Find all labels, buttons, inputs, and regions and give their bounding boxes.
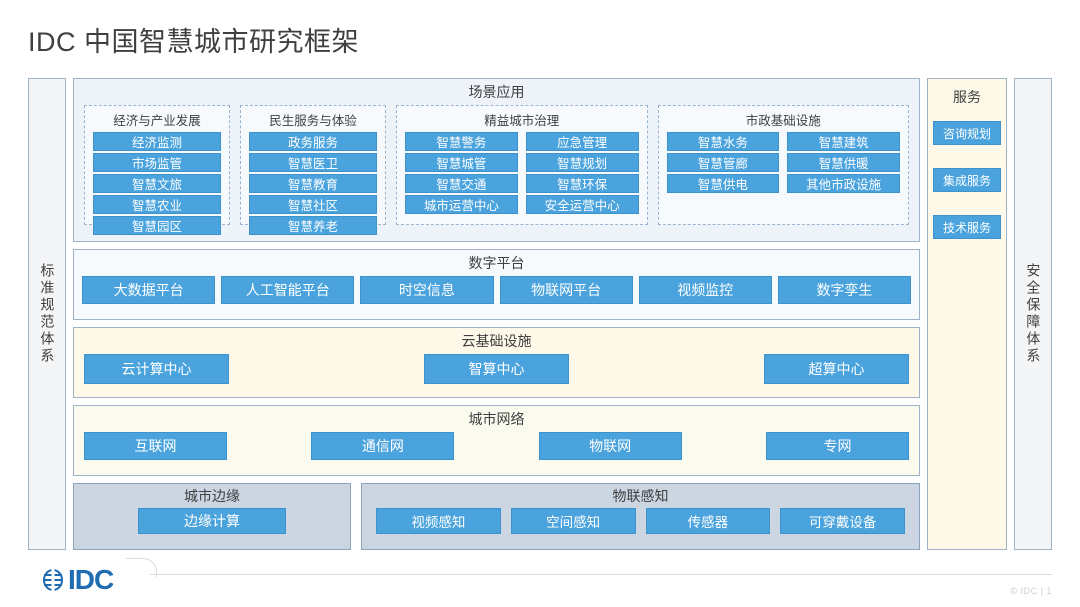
scenario-chip[interactable]: 其他市政设施 xyxy=(787,174,900,194)
digital-platform-title: 数字平台 xyxy=(468,254,525,271)
iot-sensing-band: 物联感知 视频感知 空间感知 传感器 可穿戴设备 xyxy=(361,482,920,550)
scenario-chip[interactable]: 智慧社区 xyxy=(249,195,377,215)
network-chip[interactable]: 物联网 xyxy=(538,432,682,461)
scenario-chip[interactable]: 智慧供电 xyxy=(666,174,780,194)
service-item[interactable]: 集成服务 xyxy=(933,168,1001,192)
city-edge-items: 边缘计算 xyxy=(74,508,350,535)
city-edge-band: 城市边缘 边缘计算 xyxy=(73,482,351,550)
platform-chip[interactable]: 大数据平台 xyxy=(82,276,216,305)
service-item[interactable]: 咨询规划 xyxy=(933,121,1001,145)
city-network-band: 城市网络 互联网 通信网 物联网 专网 xyxy=(73,404,920,476)
scenario-group-municipal[interactable]: 市政基础设施 智慧水务 智慧管廊 智慧供电 智慧建筑 智慧供暖 其他市政设施 xyxy=(657,105,909,226)
left-sidebar-standards[interactable]: 标准规范体系 xyxy=(28,78,66,550)
network-chip[interactable]: 互联网 xyxy=(84,432,227,461)
scenario-chip[interactable]: 安全运营中心 xyxy=(525,195,639,215)
idc-logo: IDC xyxy=(40,564,114,595)
iot-chip[interactable]: 传感器 xyxy=(645,508,771,535)
footer-copyright: © IDC | 1 xyxy=(1010,586,1052,596)
group-title: 经济与产业发展 xyxy=(113,114,201,129)
page-title: IDC 中国智慧城市研究框架 xyxy=(28,27,359,57)
city-network-title: 城市网络 xyxy=(468,410,525,427)
scenario-chip[interactable]: 智慧文旅 xyxy=(93,174,221,194)
idc-logo-text: IDC xyxy=(68,564,114,595)
scenario-chip[interactable]: 智慧养老 xyxy=(249,216,377,236)
service-column-title: 服务 xyxy=(953,89,981,105)
iot-chip[interactable]: 可穿戴设备 xyxy=(780,508,905,535)
idc-globe-icon xyxy=(40,566,66,594)
group-title: 精益城市治理 xyxy=(484,114,560,129)
scenario-chip[interactable]: 智慧警务 xyxy=(405,132,518,152)
iot-sensing-items: 视频感知 空间感知 传感器 可穿戴设备 xyxy=(362,508,919,535)
group-column: 智慧建筑 智慧供暖 其他市政设施 xyxy=(787,132,900,194)
network-chip[interactable]: 通信网 xyxy=(311,432,455,461)
scenario-chip[interactable]: 智慧供暖 xyxy=(787,153,900,173)
scenario-groups: 经济与产业发展 经济监测 市场监管 智慧文旅 智慧农业 智慧园区 民生服务与体验 xyxy=(74,105,919,236)
scenario-chip[interactable]: 市场监管 xyxy=(93,153,221,173)
platform-chip[interactable]: 数字孪生 xyxy=(777,276,912,305)
group-column: 应急管理 智慧规划 智慧环保 安全运营中心 xyxy=(525,132,639,215)
group-title: 市政基础设施 xyxy=(745,114,821,129)
iot-chip[interactable]: 视频感知 xyxy=(376,508,501,535)
cloud-chip[interactable]: 智算中心 xyxy=(424,354,569,385)
city-network-items: 互联网 通信网 物联网 专网 xyxy=(74,432,919,461)
scenario-chip[interactable]: 城市运营中心 xyxy=(405,195,518,215)
scenario-chip[interactable]: 智慧医卫 xyxy=(249,153,377,173)
city-edge-title: 城市边缘 xyxy=(184,487,240,504)
right-sidebar-label: 安全保障体系 xyxy=(1025,263,1042,365)
scenario-chip[interactable]: 智慧环保 xyxy=(525,174,639,194)
digital-platform-band: 数字平台 大数据平台 人工智能平台 时空信息 物联网平台 视频监控 数字孪生 xyxy=(73,248,920,320)
cloud-infrastructure-title: 云基础设施 xyxy=(461,332,532,349)
scenario-chip[interactable]: 智慧规划 xyxy=(525,153,639,173)
scenario-chip[interactable]: 智慧园区 xyxy=(93,216,221,236)
bottom-row: 城市边缘 边缘计算 物联感知 视频感知 空间感知 传感器 可穿戴设备 xyxy=(73,482,920,550)
group-column: 智慧警务 智慧城管 智慧交通 城市运营中心 xyxy=(405,132,518,215)
scenario-chip[interactable]: 智慧水务 xyxy=(666,132,780,152)
framework-diagram: 标准规范体系 场景应用 经济与产业发展 经济监测 市场监管 智慧文旅 智慧农业 … xyxy=(28,78,1052,550)
scenario-title: 场景应用 xyxy=(468,84,525,100)
footer-divider xyxy=(150,574,1052,575)
cloud-infrastructure-band: 云基础设施 云计算中心 智算中心 超算中心 xyxy=(73,326,920,398)
network-chip[interactable]: 专网 xyxy=(765,432,909,461)
group-column: 智慧水务 智慧管廊 智慧供电 xyxy=(666,132,780,194)
platform-chip[interactable]: 视频监控 xyxy=(638,276,772,305)
scenario-chip[interactable]: 智慧管廊 xyxy=(666,153,780,173)
iot-chip[interactable]: 空间感知 xyxy=(510,508,636,535)
footer-divider-curve xyxy=(126,558,157,577)
iot-sensing-title: 物联感知 xyxy=(612,487,669,504)
service-column: 服务 咨询规划 集成服务 技术服务 xyxy=(927,78,1007,550)
scenario-group-livelihood[interactable]: 民生服务与体验 政务服务 智慧医卫 智慧教育 智慧社区 智慧养老 xyxy=(240,105,386,236)
platform-chip[interactable]: 物联网平台 xyxy=(499,276,633,305)
scenario-chip[interactable]: 经济监测 xyxy=(93,132,221,152)
scenario-chip[interactable]: 智慧交通 xyxy=(405,174,518,194)
scenario-application-band: 场景应用 经济与产业发展 经济监测 市场监管 智慧文旅 智慧农业 智慧园区 xyxy=(73,78,920,242)
cloud-chip[interactable]: 云计算中心 xyxy=(84,354,229,385)
group-title: 民生服务与体验 xyxy=(269,114,357,129)
platform-chip[interactable]: 人工智能平台 xyxy=(221,276,355,305)
center-stack: 场景应用 经济与产业发展 经济监测 市场监管 智慧文旅 智慧农业 智慧园区 xyxy=(73,78,920,550)
service-item[interactable]: 技术服务 xyxy=(933,215,1001,239)
group-column: 经济监测 市场监管 智慧文旅 智慧农业 智慧园区 xyxy=(93,132,221,236)
scenario-chip[interactable]: 智慧建筑 xyxy=(787,132,900,152)
scenario-chip[interactable]: 应急管理 xyxy=(525,132,639,152)
cloud-infrastructure-items: 云计算中心 智算中心 超算中心 xyxy=(74,354,919,385)
scenario-chip[interactable]: 智慧教育 xyxy=(249,174,377,194)
digital-platform-items: 大数据平台 人工智能平台 时空信息 物联网平台 视频监控 数字孪生 xyxy=(74,276,919,305)
scenario-chip[interactable]: 智慧城管 xyxy=(405,153,518,173)
scenario-chip[interactable]: 智慧农业 xyxy=(93,195,221,215)
scenario-group-economy[interactable]: 经济与产业发展 经济监测 市场监管 智慧文旅 智慧农业 智慧园区 xyxy=(84,105,230,236)
right-sidebar-security[interactable]: 安全保障体系 xyxy=(1014,78,1052,550)
left-sidebar-label: 标准规范体系 xyxy=(39,263,56,365)
group-column: 政务服务 智慧医卫 智慧教育 智慧社区 智慧养老 xyxy=(249,132,377,236)
scenario-chip[interactable]: 政务服务 xyxy=(249,132,377,152)
platform-chip[interactable]: 时空信息 xyxy=(360,276,494,305)
cloud-chip[interactable]: 超算中心 xyxy=(764,354,909,385)
scenario-group-governance[interactable]: 精益城市治理 智慧警务 智慧城管 智慧交通 城市运营中心 应急管理 智慧规划 智… xyxy=(396,105,648,226)
edge-chip[interactable]: 边缘计算 xyxy=(138,508,286,535)
